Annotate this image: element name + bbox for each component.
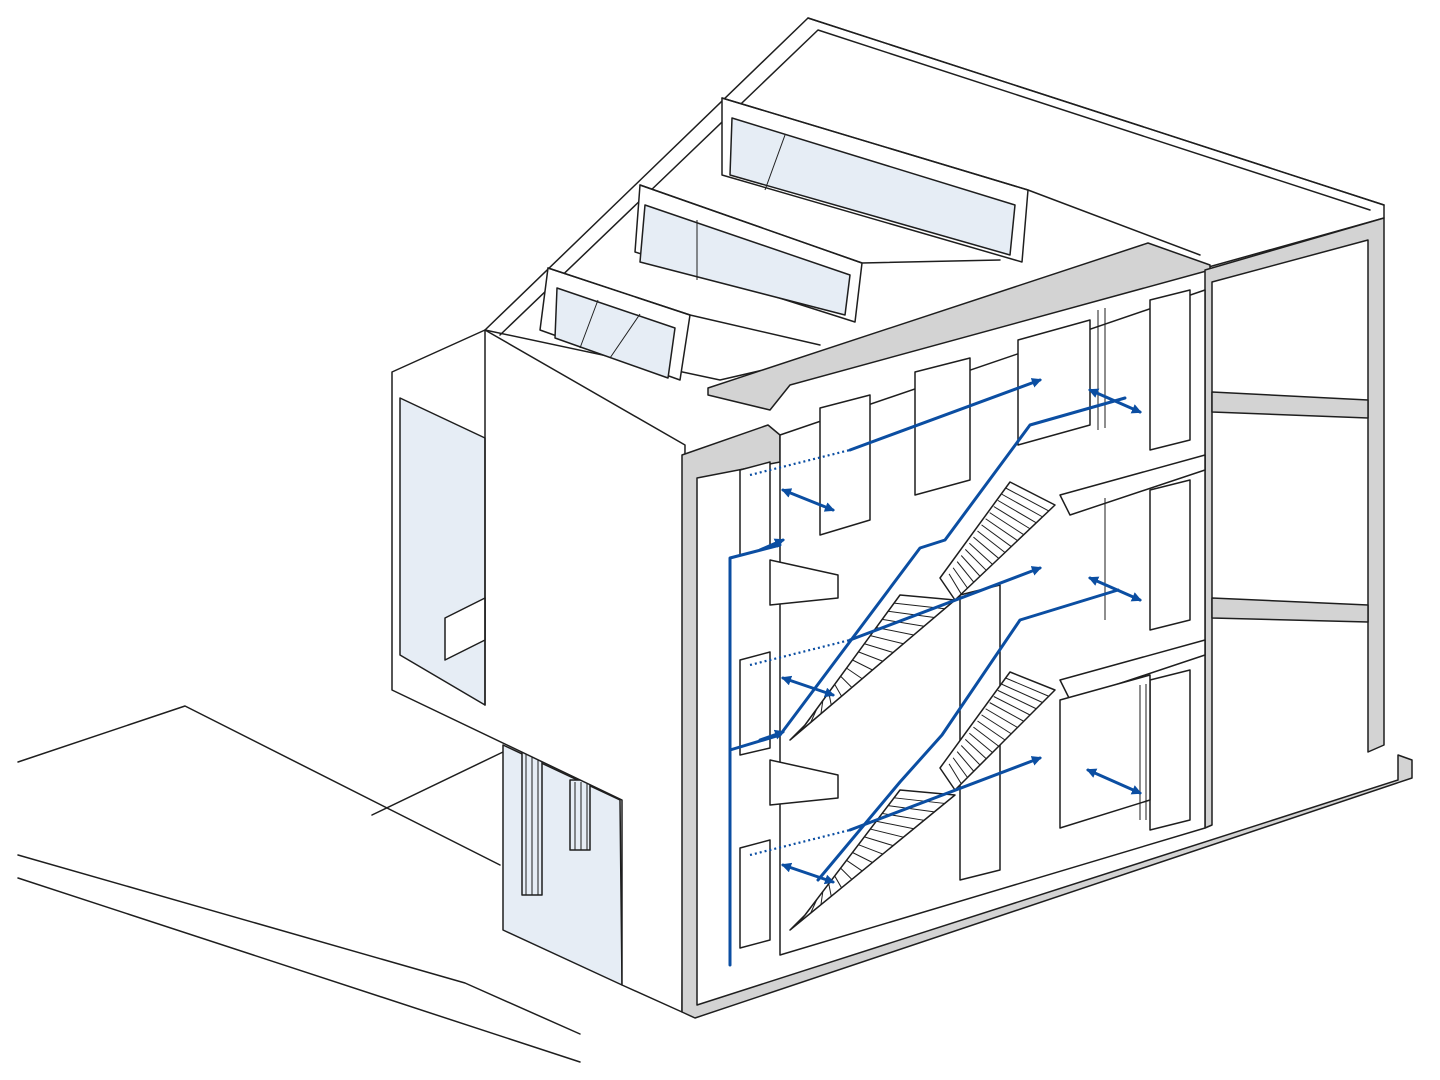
stair-tread [882, 618, 925, 627]
sightline-arrow-1 [848, 378, 1042, 452]
stair-tread [820, 700, 824, 714]
stair-tread [810, 899, 818, 914]
stair-tread [956, 561, 975, 583]
stair-tread [969, 732, 993, 753]
section-cut-shell [681, 217, 1413, 1019]
stair-tread [964, 549, 987, 571]
stair-tread [981, 524, 1012, 547]
stair-tread [960, 745, 981, 766]
bidirectional-arrow-2 [781, 675, 835, 698]
bidirectional-arrow-6 [1086, 768, 1142, 795]
stair-tread [870, 828, 904, 838]
stair-tread [964, 739, 987, 760]
sightline-arrow-3 [848, 756, 1042, 832]
bidirectional-arrow-4 [1088, 388, 1142, 414]
stair-tread [1005, 677, 1049, 697]
stair-tread [870, 635, 904, 645]
stair-tread [858, 651, 883, 662]
dotted-connector-2 [749, 638, 851, 667]
stair-tread [799, 716, 812, 732]
stair-tread [960, 555, 981, 577]
stair-tread [888, 805, 935, 813]
stair-tread [981, 714, 1012, 735]
stair-tread [973, 726, 1000, 747]
stair-tread [989, 512, 1025, 536]
stair-tread [864, 643, 894, 653]
circulation-path-3 [816, 588, 1120, 882]
stair-tread [969, 542, 993, 565]
stair-tread [993, 696, 1031, 716]
entry-arrow-1 [758, 538, 785, 552]
stair-tread [997, 499, 1037, 524]
stair-tread [993, 506, 1031, 530]
stair-tread [977, 530, 1006, 553]
stair-tread [888, 610, 935, 618]
entry-arrow-2 [758, 729, 785, 742]
stair-tread [985, 708, 1018, 728]
stair-tread [852, 659, 873, 671]
stair-tread [864, 836, 894, 847]
stair-tread [894, 797, 945, 804]
stair-tread [989, 702, 1024, 722]
stair-flights [789, 481, 1056, 931]
stair-tread [820, 891, 824, 905]
stair-tread [1005, 487, 1049, 512]
sightline-arrow-2 [848, 566, 1042, 642]
stair-tread [985, 518, 1018, 542]
stair-tread [977, 720, 1006, 741]
stair-tread [956, 751, 975, 772]
stair-tread [1001, 493, 1043, 518]
stair-tread [1001, 683, 1043, 703]
interior-walls [739, 289, 1206, 956]
dotted-connector-1 [749, 448, 851, 477]
ground-plane [17, 705, 581, 1063]
stair-tread [948, 573, 962, 595]
stair-tread [858, 844, 883, 855]
stair-tread [840, 675, 853, 688]
stair-tread [846, 667, 863, 680]
stair-tread [834, 684, 842, 697]
bidirectional-arrow-5 [1088, 576, 1142, 602]
stair-tread [846, 859, 863, 872]
dotted-connector-3 [749, 828, 851, 857]
front-facade [391, 329, 686, 1013]
bidirectional-arrow-3 [781, 862, 835, 885]
stair-tread [952, 757, 968, 778]
stair-tread [876, 820, 914, 830]
stair-tread [852, 852, 873, 863]
stair-tread [948, 763, 962, 785]
stair-tread [997, 689, 1037, 710]
stair-tread [834, 875, 842, 889]
stair-tread [799, 906, 812, 922]
stair-tread [840, 867, 853, 880]
stair-tread [973, 536, 1000, 559]
stair-tread [828, 883, 832, 897]
stair-tread [952, 567, 968, 589]
circulation-paths [728, 378, 1142, 967]
dormer-skylights [539, 97, 1201, 381]
bidirectional-arrow-1 [781, 488, 835, 512]
stair-tread [810, 708, 818, 723]
